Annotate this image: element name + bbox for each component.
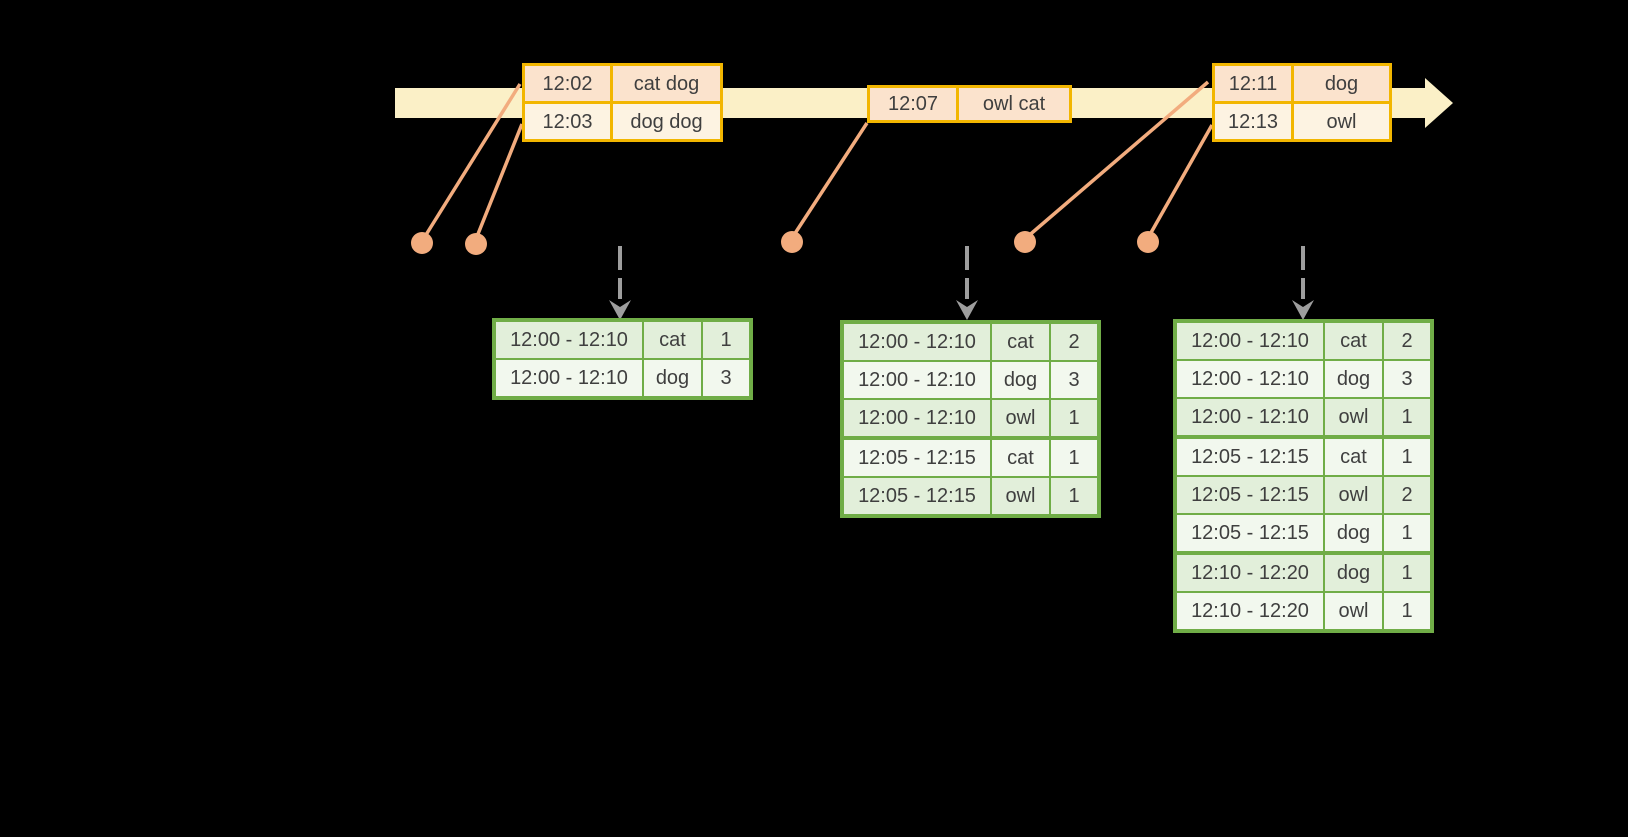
event-row: 12:07 owl cat — [870, 88, 1069, 120]
result-row: 12:00 - 12:10 owl 1 — [844, 400, 1097, 436]
event-words-cell: dog dog — [613, 104, 720, 139]
result-table-3: 12:00 - 12:10 cat 2 12:00 - 12:10 dog 3 … — [1173, 319, 1434, 633]
event-table-2: 12:07 owl cat — [867, 85, 1072, 123]
trigger-arrow-icon — [956, 246, 978, 320]
trigger-arrow-icon — [609, 246, 631, 320]
event-words-cell: owl — [1294, 104, 1389, 139]
result-window-cell: 12:10 - 12:20 — [1177, 593, 1323, 629]
event-row: 12:02 cat dog — [525, 66, 720, 101]
event-table-1: 12:02 cat dog 12:03 dog dog — [522, 63, 723, 142]
result-window-cell: 12:05 - 12:15 — [844, 440, 990, 476]
event-time-cell: 12:11 — [1215, 66, 1291, 101]
result-count-cell: 3 — [1384, 361, 1430, 397]
result-row: 12:05 - 12:15 owl 2 — [1177, 477, 1430, 513]
result-count-cell: 2 — [1051, 324, 1097, 360]
event-row: 12:11 dog — [1215, 66, 1389, 101]
result-word-cell: owl — [992, 400, 1049, 436]
result-word-cell: cat — [1325, 439, 1382, 475]
event-time-cell: 12:07 — [870, 88, 956, 120]
result-row: 12:05 - 12:15 dog 1 — [1177, 515, 1430, 551]
result-count-cell: 2 — [1384, 323, 1430, 359]
result-window-cell: 12:00 - 12:10 — [844, 400, 990, 436]
result-word-cell: cat — [992, 324, 1049, 360]
result-window-cell: 12:05 - 12:15 — [1177, 477, 1323, 513]
event-row: 12:13 owl — [1215, 104, 1389, 139]
event-connector-line — [790, 122, 869, 239]
event-dot — [781, 231, 803, 253]
result-window-cell: 12:00 - 12:10 — [844, 324, 990, 360]
result-word-cell: dog — [992, 362, 1049, 398]
event-words-cell: dog — [1294, 66, 1389, 101]
event-dot — [411, 232, 433, 254]
event-connector-line — [474, 123, 524, 240]
result-word-cell: dog — [644, 360, 701, 396]
result-count-cell: 1 — [1384, 515, 1430, 551]
result-word-cell: dog — [1325, 515, 1382, 551]
result-window-cell: 12:00 - 12:10 — [1177, 323, 1323, 359]
event-dot — [1137, 231, 1159, 253]
result-table-1: 12:00 - 12:10 cat 1 12:00 - 12:10 dog 3 — [492, 318, 753, 400]
event-connector-line — [1146, 124, 1214, 239]
result-window-cell: 12:00 - 12:10 — [496, 360, 642, 396]
trigger-arrow-icon — [1292, 246, 1314, 320]
result-window-cell: 12:10 - 12:20 — [1177, 555, 1323, 591]
result-word-cell: cat — [1325, 323, 1382, 359]
result-count-cell: 1 — [1051, 440, 1097, 476]
result-window-cell: 12:00 - 12:10 — [1177, 361, 1323, 397]
event-words-cell: cat dog — [613, 66, 720, 101]
result-row: 12:00 - 12:10 dog 3 — [844, 362, 1097, 398]
result-count-cell: 1 — [1384, 399, 1430, 435]
result-row: 12:05 - 12:15 owl 1 — [844, 478, 1097, 514]
result-count-cell: 1 — [1384, 593, 1430, 629]
result-row: 12:00 - 12:10 cat 1 — [496, 322, 749, 358]
result-count-cell: 1 — [1051, 478, 1097, 514]
result-count-cell: 3 — [1051, 362, 1097, 398]
result-table-2: 12:00 - 12:10 cat 2 12:00 - 12:10 dog 3 … — [840, 320, 1101, 518]
result-window-cell: 12:05 - 12:15 — [1177, 439, 1323, 475]
event-time-cell: 12:02 — [525, 66, 610, 101]
event-dot — [1014, 231, 1036, 253]
result-row: 12:00 - 12:10 cat 2 — [844, 324, 1097, 360]
result-row: 12:00 - 12:10 owl 1 — [1177, 399, 1430, 435]
result-word-cell: owl — [992, 478, 1049, 514]
result-row: 12:05 - 12:15 cat 1 — [844, 440, 1097, 476]
result-count-cell: 1 — [1384, 555, 1430, 591]
result-word-cell: dog — [1325, 555, 1382, 591]
result-count-cell: 2 — [1384, 477, 1430, 513]
result-row: 12:10 - 12:20 dog 1 — [1177, 555, 1430, 591]
result-word-cell: owl — [1325, 399, 1382, 435]
result-row: 12:00 - 12:10 dog 3 — [1177, 361, 1430, 397]
result-row: 12:10 - 12:20 owl 1 — [1177, 593, 1430, 629]
result-row: 12:00 - 12:10 dog 3 — [496, 360, 749, 396]
event-table-3: 12:11 dog 12:13 owl — [1212, 63, 1392, 142]
event-dot — [465, 233, 487, 255]
event-time-cell: 12:13 — [1215, 104, 1291, 139]
event-words-cell: owl cat — [959, 88, 1069, 120]
result-window-cell: 12:00 - 12:10 — [1177, 399, 1323, 435]
result-word-cell: owl — [1325, 593, 1382, 629]
result-count-cell: 1 — [1384, 439, 1430, 475]
result-word-cell: owl — [1325, 477, 1382, 513]
timeline-arrowhead-icon — [1425, 78, 1453, 128]
result-window-cell: 12:00 - 12:10 — [844, 362, 990, 398]
result-row: 12:05 - 12:15 cat 1 — [1177, 439, 1430, 475]
result-word-cell: cat — [992, 440, 1049, 476]
result-window-cell: 12:00 - 12:10 — [496, 322, 642, 358]
result-word-cell: dog — [1325, 361, 1382, 397]
event-row: 12:03 dog dog — [525, 104, 720, 139]
result-count-cell: 1 — [1051, 400, 1097, 436]
result-window-cell: 12:05 - 12:15 — [844, 478, 990, 514]
result-count-cell: 1 — [703, 322, 749, 358]
result-window-cell: 12:05 - 12:15 — [1177, 515, 1323, 551]
result-word-cell: cat — [644, 322, 701, 358]
result-row: 12:00 - 12:10 cat 2 — [1177, 323, 1430, 359]
result-count-cell: 3 — [703, 360, 749, 396]
event-time-cell: 12:03 — [525, 104, 610, 139]
